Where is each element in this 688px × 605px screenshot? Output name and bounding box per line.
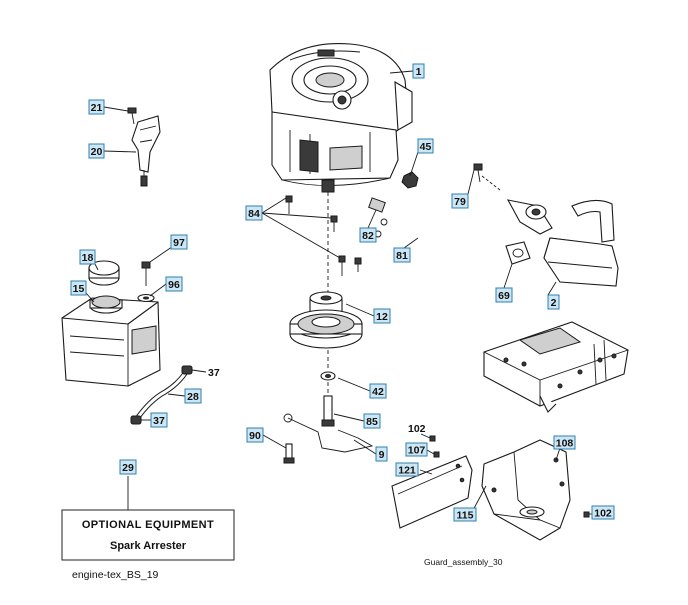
callout-12: 12 [373, 308, 391, 324]
muffler [481, 175, 619, 287]
callout-45: 45 [417, 138, 434, 154]
callout-69: 69 [495, 287, 513, 303]
svg-text:102: 102 [594, 508, 612, 520]
svg-text:37: 37 [208, 367, 220, 379]
svg-text:85: 85 [366, 416, 378, 428]
optional-equipment-item: Spark Arrester [110, 540, 187, 552]
svg-text:108: 108 [556, 438, 574, 450]
svg-text:97: 97 [173, 237, 185, 249]
callout-79: 79 [451, 193, 469, 209]
svg-text:42: 42 [372, 386, 384, 398]
muffler-screw [473, 163, 483, 183]
callout-121: 121 [395, 462, 419, 477]
callout-102-top: 102 [408, 423, 426, 435]
exhaust-gasket [505, 241, 531, 265]
svg-text:28: 28 [187, 391, 199, 403]
svg-text:115: 115 [457, 510, 474, 522]
engine-assembly [269, 42, 413, 193]
tank-bolt [137, 261, 155, 303]
svg-text:69: 69 [498, 290, 510, 302]
throttle-bracket [127, 107, 161, 187]
callout-2: 2 [547, 294, 560, 310]
callout-15: 15 [70, 280, 87, 296]
callout-81: 81 [393, 247, 411, 263]
diagram-id-label: engine-tex_BS_19 [72, 569, 159, 581]
nut-part [401, 171, 419, 189]
callout-90: 90 [246, 427, 264, 443]
callout-37-bottom: 37 [150, 412, 168, 428]
fuel-hose [130, 365, 193, 425]
callout-29: 29 [119, 459, 137, 475]
fuel-tank [61, 295, 161, 387]
svg-text:18: 18 [82, 252, 94, 264]
svg-text:45: 45 [420, 141, 432, 153]
callout-42: 42 [369, 383, 387, 399]
svg-text:1: 1 [416, 66, 422, 78]
svg-text:84: 84 [248, 208, 260, 220]
callout-28: 28 [184, 388, 202, 404]
callout-18: 18 [79, 249, 96, 265]
svg-text:107: 107 [408, 445, 426, 457]
callout-85: 85 [363, 413, 381, 429]
svg-text:12: 12 [376, 311, 388, 323]
callout-102-bottom: 102 [591, 505, 615, 520]
guard-plate [391, 455, 473, 529]
engine-guard [481, 439, 571, 541]
callout-20: 20 [88, 143, 105, 159]
callout-82: 82 [359, 227, 377, 243]
svg-text:102: 102 [408, 423, 426, 435]
callout-96: 96 [165, 276, 183, 292]
callout-115: 115 [453, 507, 477, 522]
svg-text:90: 90 [249, 430, 261, 442]
optional-equipment-title: OPTIONAL EQUIPMENT [82, 519, 214, 531]
svg-text:2: 2 [551, 297, 557, 309]
callout-1: 1 [412, 63, 425, 79]
guard-screws [429, 435, 590, 518]
engine-mounting-plate [483, 321, 629, 413]
washer-part [320, 371, 336, 381]
svg-text:82: 82 [362, 230, 374, 242]
fuel-cap [88, 260, 120, 286]
callout-107: 107 [405, 442, 428, 457]
callout-9: 9 [375, 446, 388, 462]
svg-text:15: 15 [73, 283, 85, 295]
svg-text:37: 37 [153, 415, 165, 427]
guard-assembly-label: Guard_assembly_30 [424, 557, 503, 567]
svg-text:21: 21 [91, 102, 103, 114]
svg-text:121: 121 [398, 465, 416, 477]
fuel-line [368, 197, 440, 263]
svg-text:81: 81 [396, 250, 408, 262]
svg-text:9: 9 [379, 449, 385, 461]
pulley-bolt [321, 395, 335, 427]
control-rod [283, 413, 374, 453]
bolt-part [283, 443, 295, 464]
svg-text:29: 29 [122, 462, 134, 474]
svg-text:96: 96 [168, 279, 180, 291]
svg-text:20: 20 [91, 146, 103, 158]
callout-108: 108 [553, 435, 576, 450]
callout-37-top: 37 [208, 367, 220, 379]
engine-pulley [289, 291, 363, 349]
optional-equipment-panel: OPTIONAL EQUIPMENT Spark Arrester [61, 509, 235, 561]
callout-97: 97 [170, 234, 188, 250]
engine-mounting-bolts [285, 195, 362, 276]
callout-21: 21 [88, 99, 105, 115]
callout-84: 84 [245, 205, 263, 221]
svg-text:79: 79 [454, 196, 466, 208]
